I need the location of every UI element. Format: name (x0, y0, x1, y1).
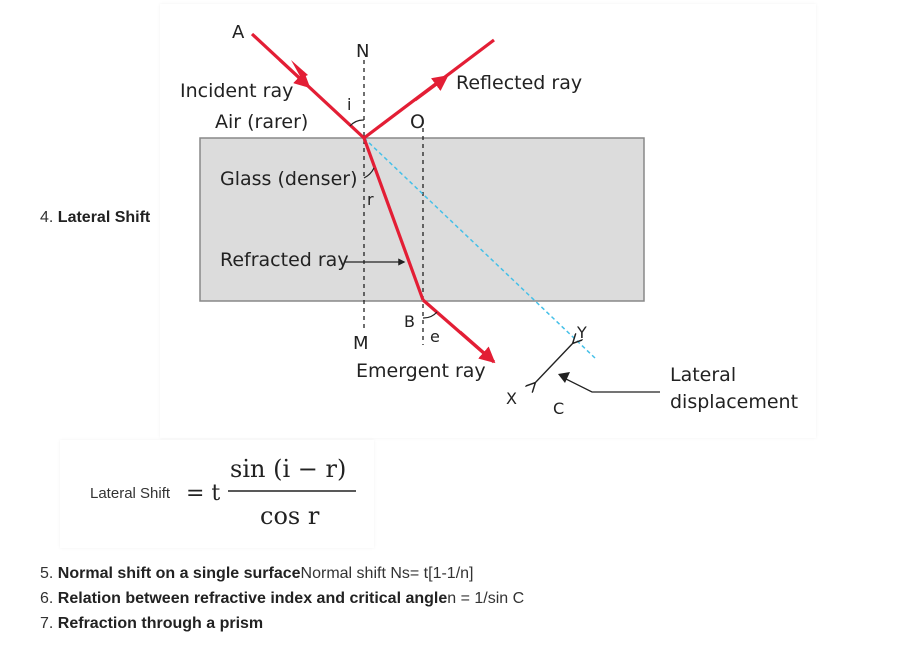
item-critical-angle: 6. Relation between refractive index and… (40, 589, 524, 609)
glass-slab (199, 137, 645, 302)
item-title: Refraction through a prism (57, 615, 264, 632)
item-text: Normal shift Ns= t[1-1/n] (300, 565, 474, 582)
item-normal-shift: 5. Normal shift on a single surfaceNorma… (40, 564, 473, 584)
label-A: A (232, 22, 245, 43)
item-number: 4. (40, 209, 54, 226)
item-lateral-shift: 4. Lateral Shift (40, 208, 150, 228)
label-emergent-ray: Emergent ray (356, 360, 486, 382)
formula-numerator: sin (i − r) (230, 455, 346, 483)
formula-eq: = t (186, 481, 220, 506)
lateral-shift-formula: Lateral Shift = t sin (i − r) cos r (90, 455, 356, 530)
item-title: Lateral Shift (57, 209, 151, 226)
label-incident-ray: Incident ray (180, 80, 293, 102)
item-title: Relation between refractive index and cr… (57, 590, 448, 607)
formula-lhs: Lateral Shift (90, 485, 171, 502)
lateral-shift-arrow (534, 342, 574, 384)
label-displacement: displacement (670, 391, 798, 413)
label-C: C (553, 399, 564, 418)
lateral-pointer (563, 377, 660, 393)
label-O: O (410, 111, 425, 133)
label-Y: Y (576, 323, 587, 342)
label-e: e (430, 327, 440, 346)
item-number: 5. (40, 565, 54, 582)
label-reflected-ray: Reflected ray (456, 72, 582, 94)
formula-card (60, 440, 374, 548)
label-N: N (356, 41, 369, 62)
label-M: M (353, 333, 369, 354)
item-title: Normal shift on a single surface (57, 565, 301, 582)
label-r: r (367, 190, 374, 209)
label-X: X (506, 389, 517, 408)
angle-e-arc (422, 311, 438, 319)
lateral-shift-diagram: A N Incident ray Air (rarer) i O Reflect… (180, 22, 798, 418)
formula-denominator: cos r (260, 502, 320, 530)
refracted-ray (362, 137, 425, 301)
item-number: 6. (40, 590, 54, 607)
item-prism: 7. Refraction through a prism (40, 614, 263, 634)
label-lateral: Lateral (670, 364, 736, 386)
angle-i-arc (349, 119, 365, 127)
angle-r-arc (363, 167, 375, 179)
item-number: 7. (40, 615, 54, 632)
incident-arrow (291, 60, 308, 78)
label-air: Air (rarer) (215, 111, 308, 133)
label-B: B (404, 312, 415, 331)
item-text: n = 1/sin C (447, 590, 525, 607)
label-i: i (347, 95, 351, 114)
label-glass: Glass (denser) (220, 168, 358, 190)
label-refracted-ray: Refracted ray (220, 249, 349, 271)
